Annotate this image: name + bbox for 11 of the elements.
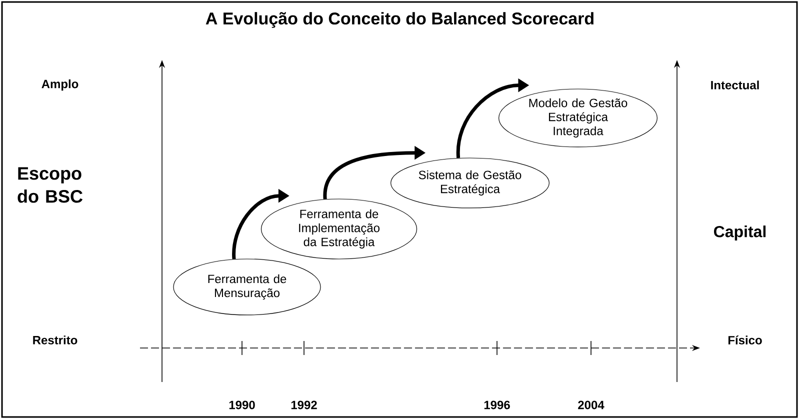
- axis-label: 1990: [229, 400, 255, 410]
- axis-label: Restrito: [33, 336, 78, 344]
- title: A Evolução do Conceito do Balanced Scorecard: [206, 12, 594, 28]
- axis-label: 2004: [578, 400, 604, 410]
- axis-label: Escopo do BSC: [18, 167, 83, 203]
- axis-label: 1992: [291, 400, 317, 410]
- axis-label: Intectual: [711, 80, 759, 90]
- axis-label: Físico: [728, 336, 762, 344]
- axis-label: 1996: [484, 400, 510, 410]
- axis-label: Amplo: [42, 79, 78, 91]
- axis-label: Capital: [714, 226, 766, 240]
